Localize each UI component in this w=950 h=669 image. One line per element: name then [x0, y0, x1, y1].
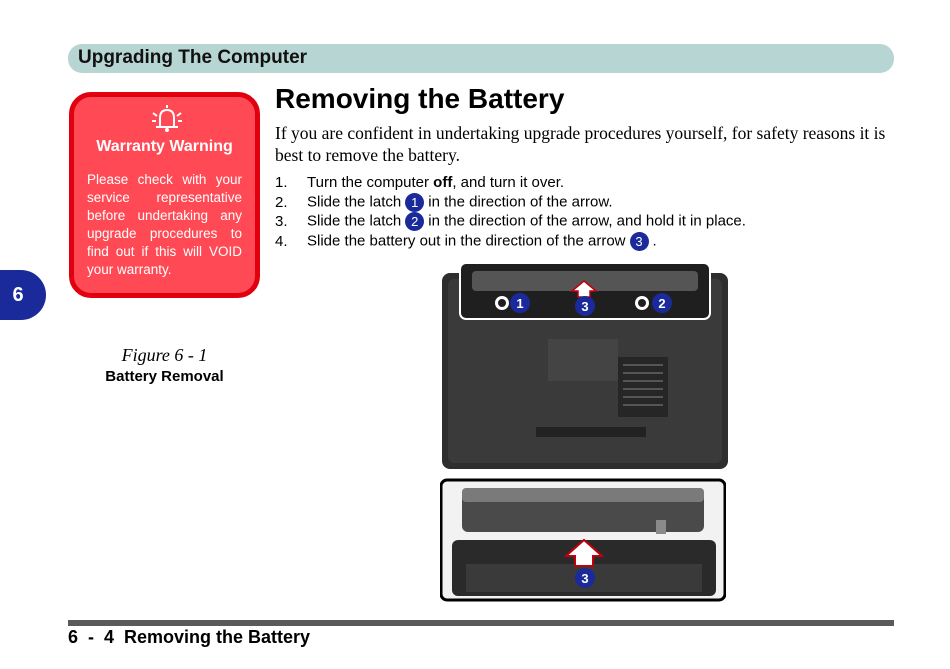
arrow-badge: 3 [581, 299, 588, 314]
intro-paragraph: If you are confident in undertaking upgr… [275, 123, 886, 165]
figure-label: Figure 6 - 1 [121, 345, 208, 365]
latch-2-marker: 2 [635, 293, 672, 313]
up-arrow-icon [563, 538, 605, 567]
battery-removal-photo: 3 [440, 478, 726, 602]
header-title: Upgrading The Computer [78, 47, 308, 68]
header-bar: Upgrading The Computer [68, 44, 894, 73]
warning-title: Warranty Warning [96, 138, 233, 155]
latch-2-badge: 2 [658, 296, 665, 311]
steps-list: 1. Turn the computer off, and turn it ov… [275, 173, 895, 251]
chapter-tab[interactable]: 6 [0, 270, 46, 320]
figure-title: Battery Removal [105, 368, 224, 385]
page-title: Removing the Battery [275, 83, 565, 114]
footer-rule [68, 620, 894, 626]
laptop-underside-photo: 1 2 3 [442, 262, 728, 469]
alarm-bell-icon [152, 105, 182, 132]
callout-badge: 2 [405, 212, 425, 232]
latch-1-badge: 1 [516, 296, 523, 311]
latch-1-marker: 1 [495, 293, 530, 313]
callout-badge: 3 [629, 231, 649, 251]
warranty-warning-box: Warranty Warning Please check with your … [69, 92, 260, 298]
arrow-badge-bottom: 3 [581, 571, 588, 586]
warning-text: Please check with your service represent… [87, 172, 242, 277]
figure-caption: Figure 6 - 1 Battery Removal [69, 345, 260, 385]
footer-page-label: 6 - 4 Removing the Battery [68, 627, 311, 647]
list-item: 1. Turn the computer off, and turn it ov… [275, 174, 565, 192]
callout-badge: 1 [405, 192, 425, 212]
list-item: 4. Slide the battery out in the directio… [275, 231, 657, 251]
